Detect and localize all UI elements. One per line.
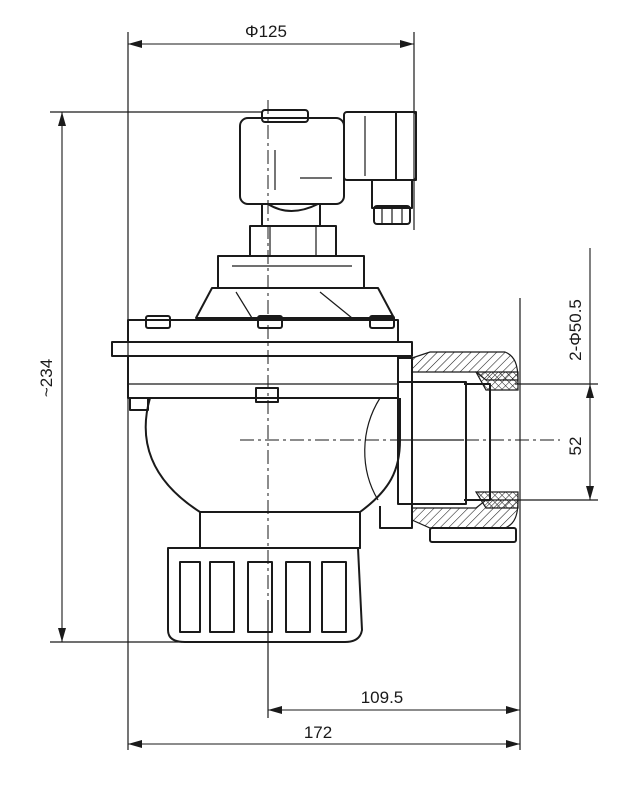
dimension-height: ~234 (37, 112, 66, 642)
inlet-port (379, 351, 519, 543)
dimension-width-total: 172 (128, 723, 520, 748)
width-total-label: 172 (304, 723, 332, 742)
top-diameter-label: Φ125 (245, 22, 287, 41)
port-offset-label: 52 (566, 437, 585, 456)
diaphragm-cover (111, 315, 413, 411)
dimension-port-offset: 52 (566, 384, 594, 500)
outlet-nut (167, 547, 363, 643)
solenoid-coil (239, 109, 345, 212)
dimension-top-diameter: Φ125 (128, 22, 414, 48)
width-inner-label: 109.5 (361, 688, 404, 707)
valve-body (144, 397, 401, 549)
bonnet (195, 255, 395, 319)
plug-connector (343, 111, 417, 225)
dimension-width-inner: 109.5 (268, 688, 520, 714)
port-diameter-label: 2-Φ50.5 (566, 299, 585, 361)
dimension-port-diameter: 2-Φ50.5 (566, 248, 591, 384)
height-label: ~234 (37, 359, 56, 397)
